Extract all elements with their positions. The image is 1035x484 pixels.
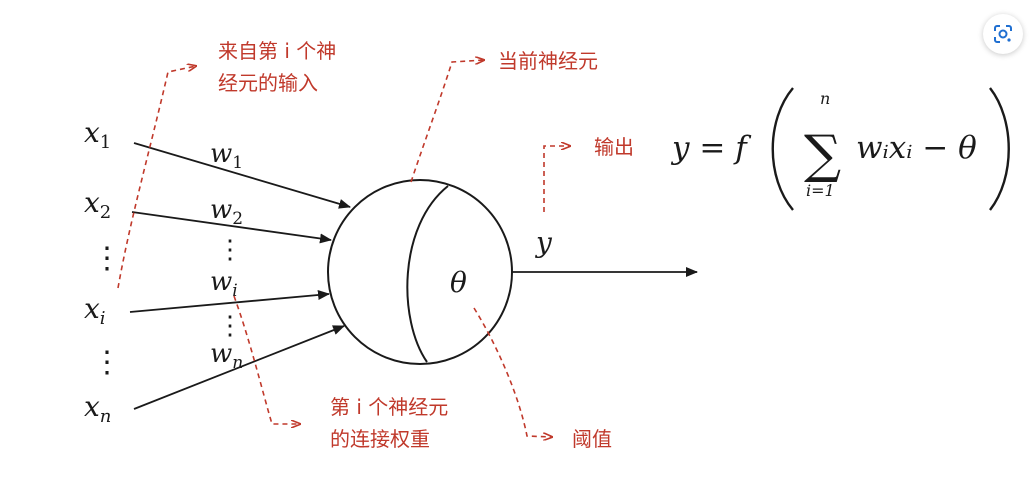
edge-xi bbox=[129, 290, 330, 313]
annotation-weight-line2: 的连接权重 bbox=[330, 427, 430, 451]
annotation-output: 输出 bbox=[594, 135, 634, 159]
input-x2: x2 bbox=[84, 186, 111, 223]
formula-sum-symbol: ∑ bbox=[804, 125, 841, 185]
input-xn: xn bbox=[84, 390, 111, 427]
annotation-current-neuron: 当前神经元 bbox=[498, 49, 598, 73]
weight-wn: wn bbox=[210, 339, 243, 373]
annotation-threshold-leader bbox=[473, 307, 552, 437]
formula-sum-lower: i=1 bbox=[806, 181, 835, 200]
formula-right-paren bbox=[989, 87, 1010, 211]
annotation-weight-leader bbox=[233, 295, 300, 424]
output-y: y bbox=[534, 226, 553, 259]
annotation-weight-line1: 第 i 个神经元 bbox=[330, 395, 448, 419]
google-lens-icon bbox=[994, 25, 1012, 43]
annotation-output-leader bbox=[543, 146, 570, 212]
weight-vdots-upper: ⋮ bbox=[217, 235, 243, 265]
threshold-theta: θ bbox=[450, 266, 467, 299]
neuron-divider bbox=[406, 185, 449, 363]
annotation-threshold: 阈值 bbox=[572, 427, 612, 451]
formula-left-paren bbox=[771, 87, 794, 211]
formula-sum-upper: n bbox=[820, 89, 830, 108]
neuron-circle bbox=[327, 179, 513, 365]
weight-vdots-lower: ⋮ bbox=[217, 311, 243, 341]
edge-xn bbox=[133, 325, 345, 410]
weight-w1: w1 bbox=[210, 139, 243, 173]
formula-sum-body: wᵢxᵢ − θ bbox=[856, 130, 977, 166]
annotation-input-line2: 经元的输入 bbox=[218, 71, 318, 95]
edge-x2 bbox=[131, 211, 332, 244]
input-vdots-upper: ⋮ bbox=[92, 241, 122, 276]
formula-lhs: y = f bbox=[670, 130, 752, 166]
edge-x1 bbox=[133, 142, 351, 209]
output-formula: y = f ∑ n i=1 wᵢxᵢ − θ bbox=[670, 87, 1010, 211]
weight-wi: wi bbox=[210, 267, 238, 301]
annotation-input-line1: 来自第 i 个神 bbox=[218, 39, 336, 63]
input-xi: xi bbox=[84, 292, 106, 329]
google-lens-button[interactable] bbox=[983, 14, 1023, 54]
input-vdots-lower: ⋮ bbox=[92, 345, 122, 380]
annotation-current-neuron-leader bbox=[410, 60, 484, 183]
weight-w2: w2 bbox=[210, 195, 243, 229]
input-x1: x1 bbox=[84, 116, 111, 153]
annotation-input-leader bbox=[117, 66, 196, 289]
